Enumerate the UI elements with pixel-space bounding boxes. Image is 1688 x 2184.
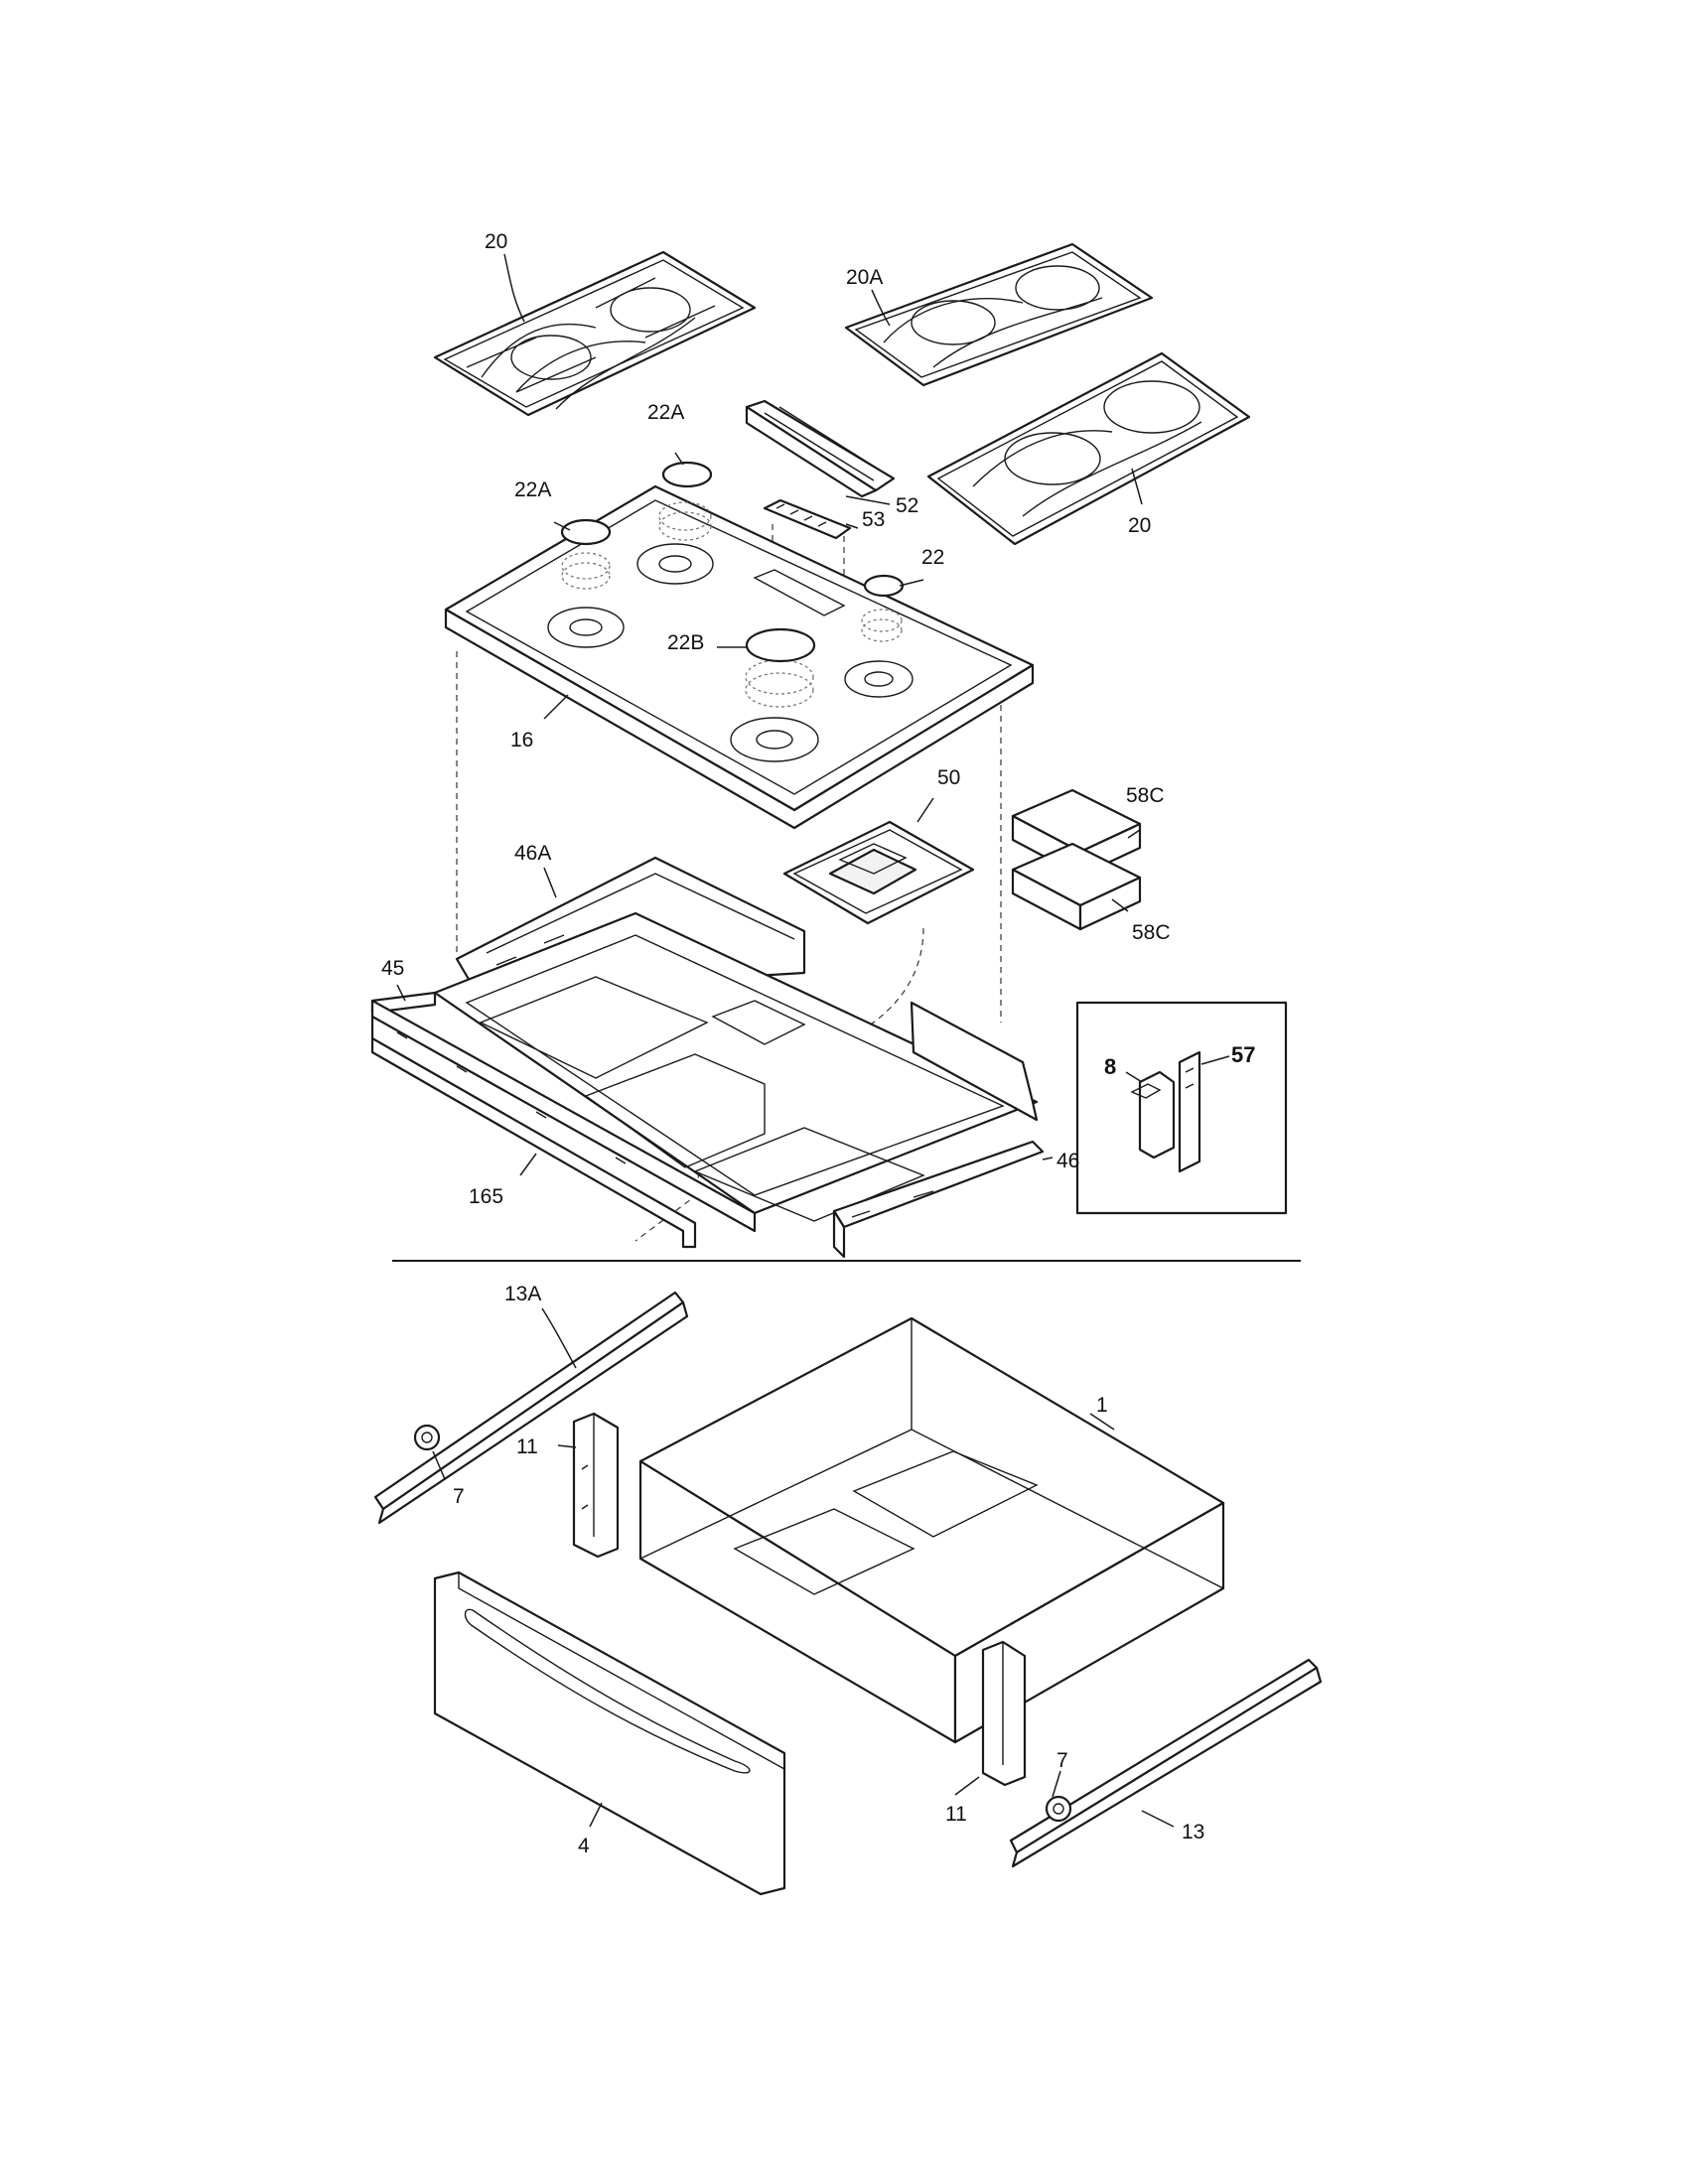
burner-cap-top — [661, 461, 713, 488]
igniter-module — [1130, 1070, 1176, 1160]
callout-cap-left: 22A — [514, 478, 551, 501]
callout-cap-right: 22 — [921, 546, 944, 569]
burner-head-center — [745, 659, 814, 708]
roller-left — [413, 1424, 441, 1451]
callout-cap-center: 22B — [667, 631, 704, 654]
grate-right-top — [844, 242, 1154, 387]
burner-box — [782, 820, 975, 925]
grate-left — [433, 250, 757, 417]
callout-griddle-cover: 52 — [896, 494, 918, 517]
callout-drawer-slide-left: 11 — [516, 1435, 538, 1458]
side-bracket — [832, 1140, 1045, 1259]
cooktop — [444, 484, 1035, 830]
callout-drawer-rail-left: 13A — [504, 1283, 541, 1305]
grate-right-bottom — [926, 351, 1251, 546]
mounting-plate — [1178, 1050, 1201, 1173]
side-wall-right — [910, 1001, 1039, 1122]
callout-inset-igniter: 8 — [1104, 1054, 1116, 1079]
insulation-block-bottom — [1011, 842, 1142, 931]
drawer-rail-left — [373, 1291, 689, 1525]
griddle-insert — [763, 498, 852, 540]
burner-head-top — [658, 501, 712, 541]
callout-drawer-slide-right: 11 — [945, 1803, 967, 1826]
callout-drawer-body: 1 — [1096, 1394, 1108, 1417]
burner-cap-center — [745, 627, 816, 663]
drawer-front — [433, 1570, 786, 1896]
callout-rear-bracket: 46A — [514, 842, 551, 865]
callout-grate-right-bottom: 20 — [1128, 514, 1151, 537]
callout-block-bottom: 58C — [1132, 921, 1171, 944]
callout-side-bracket: 46 — [1056, 1150, 1079, 1172]
callout-grate-right-top: 20A — [846, 266, 883, 289]
drawer-slide-left — [572, 1412, 620, 1559]
callout-roller-left: 7 — [453, 1485, 465, 1508]
callout-cap-top: 22A — [647, 401, 684, 424]
drawer-body — [638, 1316, 1225, 1744]
roller-right — [1045, 1795, 1072, 1823]
callout-burner-box: 50 — [937, 766, 960, 789]
callout-front-bracket: 45 — [381, 957, 404, 980]
burner-cap-left — [560, 518, 612, 546]
burner-head-right — [861, 609, 903, 642]
callout-griddle-insert: 53 — [862, 508, 885, 531]
burner-cap-right — [863, 574, 905, 598]
griddle-cover — [745, 399, 896, 498]
inset-box — [1075, 1001, 1288, 1215]
callout-grate-left: 20 — [485, 230, 507, 253]
callout-front-rail: 165 — [469, 1185, 503, 1208]
callout-inset-plate: 57 — [1231, 1042, 1255, 1067]
callout-drawer-rail-right: 13 — [1182, 1821, 1204, 1843]
callout-drawer-front: 4 — [578, 1835, 590, 1857]
callout-roller-right: 7 — [1056, 1749, 1068, 1772]
burner-head-left — [561, 552, 611, 590]
drawer-slide-right — [981, 1640, 1027, 1787]
front-rail — [370, 999, 757, 1249]
drawer-rail-right — [1009, 1658, 1323, 1868]
leader-lines — [396, 253, 1230, 1828]
chassis-tray — [433, 911, 1039, 1222]
callout-cooktop: 16 — [510, 729, 533, 751]
callout-block-top: 58C — [1126, 784, 1165, 807]
